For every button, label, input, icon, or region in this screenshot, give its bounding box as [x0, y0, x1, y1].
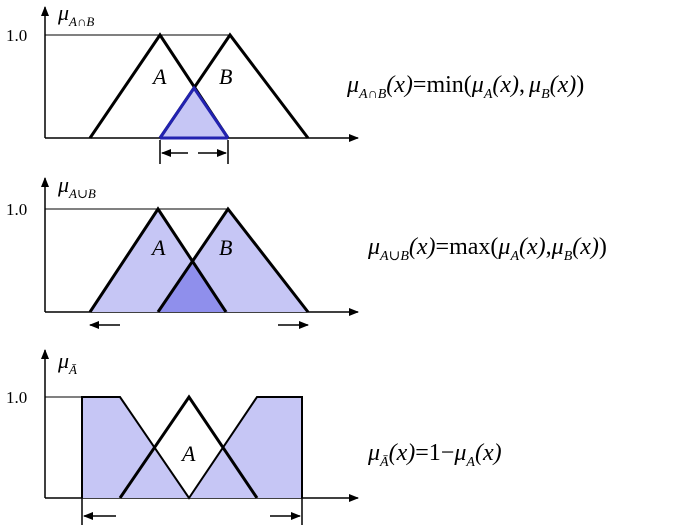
union-region — [90, 209, 308, 312]
union-formula: μA∪B(x)=max(μA(x),μB(x)) — [367, 234, 607, 264]
intersection-formula: μA∩B(x)=min(μA(x),μB(x)) — [346, 72, 584, 102]
y-axis-label: μA∩B — [57, 0, 94, 29]
y-axis-label: μĀ — [57, 348, 77, 377]
triangle-B — [156, 206, 310, 313]
complement-formula: μĀ(x)=1−μA(x) — [367, 440, 502, 470]
y-axis-label: μA∪B — [57, 172, 96, 201]
set-label-A: A — [151, 64, 167, 89]
tick-label-1: 1.0 — [6, 200, 27, 219]
complement-panel: 1.0 μĀ A μĀ(x)=1−μA(x) — [6, 348, 502, 525]
intersection-region — [160, 88, 228, 138]
intersection-panel: 1.0 μA∩B A B μA∩B(x)=min(μA(x),μB(x)) — [6, 0, 584, 164]
intersection-outline — [158, 85, 230, 139]
tick-label-1: 1.0 — [6, 388, 27, 407]
set-label-B: B — [219, 235, 232, 260]
overlap-region — [158, 261, 228, 312]
union-panel: 1.0 μA∪B A B μA∪B(x)=max(μA(x),μB(x)) — [6, 172, 607, 329]
complement-outline — [81, 396, 303, 500]
triangle-A — [88, 206, 228, 313]
set-label-A: A — [180, 441, 196, 466]
triangle-A — [118, 394, 259, 499]
set-label-A: A — [150, 235, 166, 260]
tick-label-1: 1.0 — [6, 26, 27, 45]
set-label-B: B — [219, 64, 232, 89]
